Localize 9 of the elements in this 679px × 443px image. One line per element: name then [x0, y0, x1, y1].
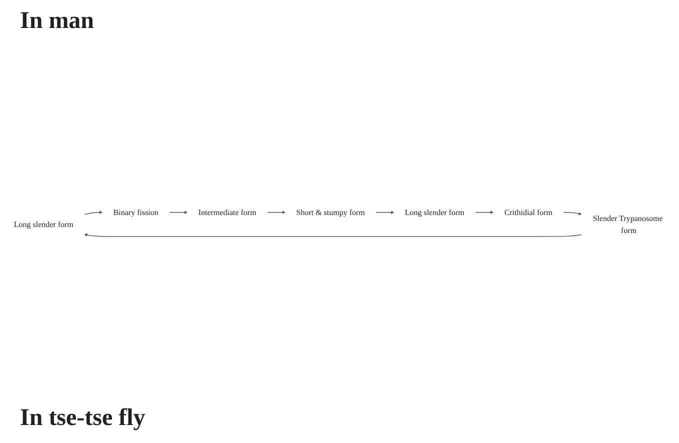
arrow: [474, 210, 494, 214]
arrow: [168, 210, 188, 214]
arrow: [84, 234, 582, 237]
arrow: [266, 210, 286, 214]
arrow: [563, 212, 582, 216]
region-label: In man: [20, 8, 94, 35]
arrow: [375, 210, 394, 214]
arrow: [84, 210, 103, 216]
region-label: In tse-tse fly: [20, 405, 146, 432]
